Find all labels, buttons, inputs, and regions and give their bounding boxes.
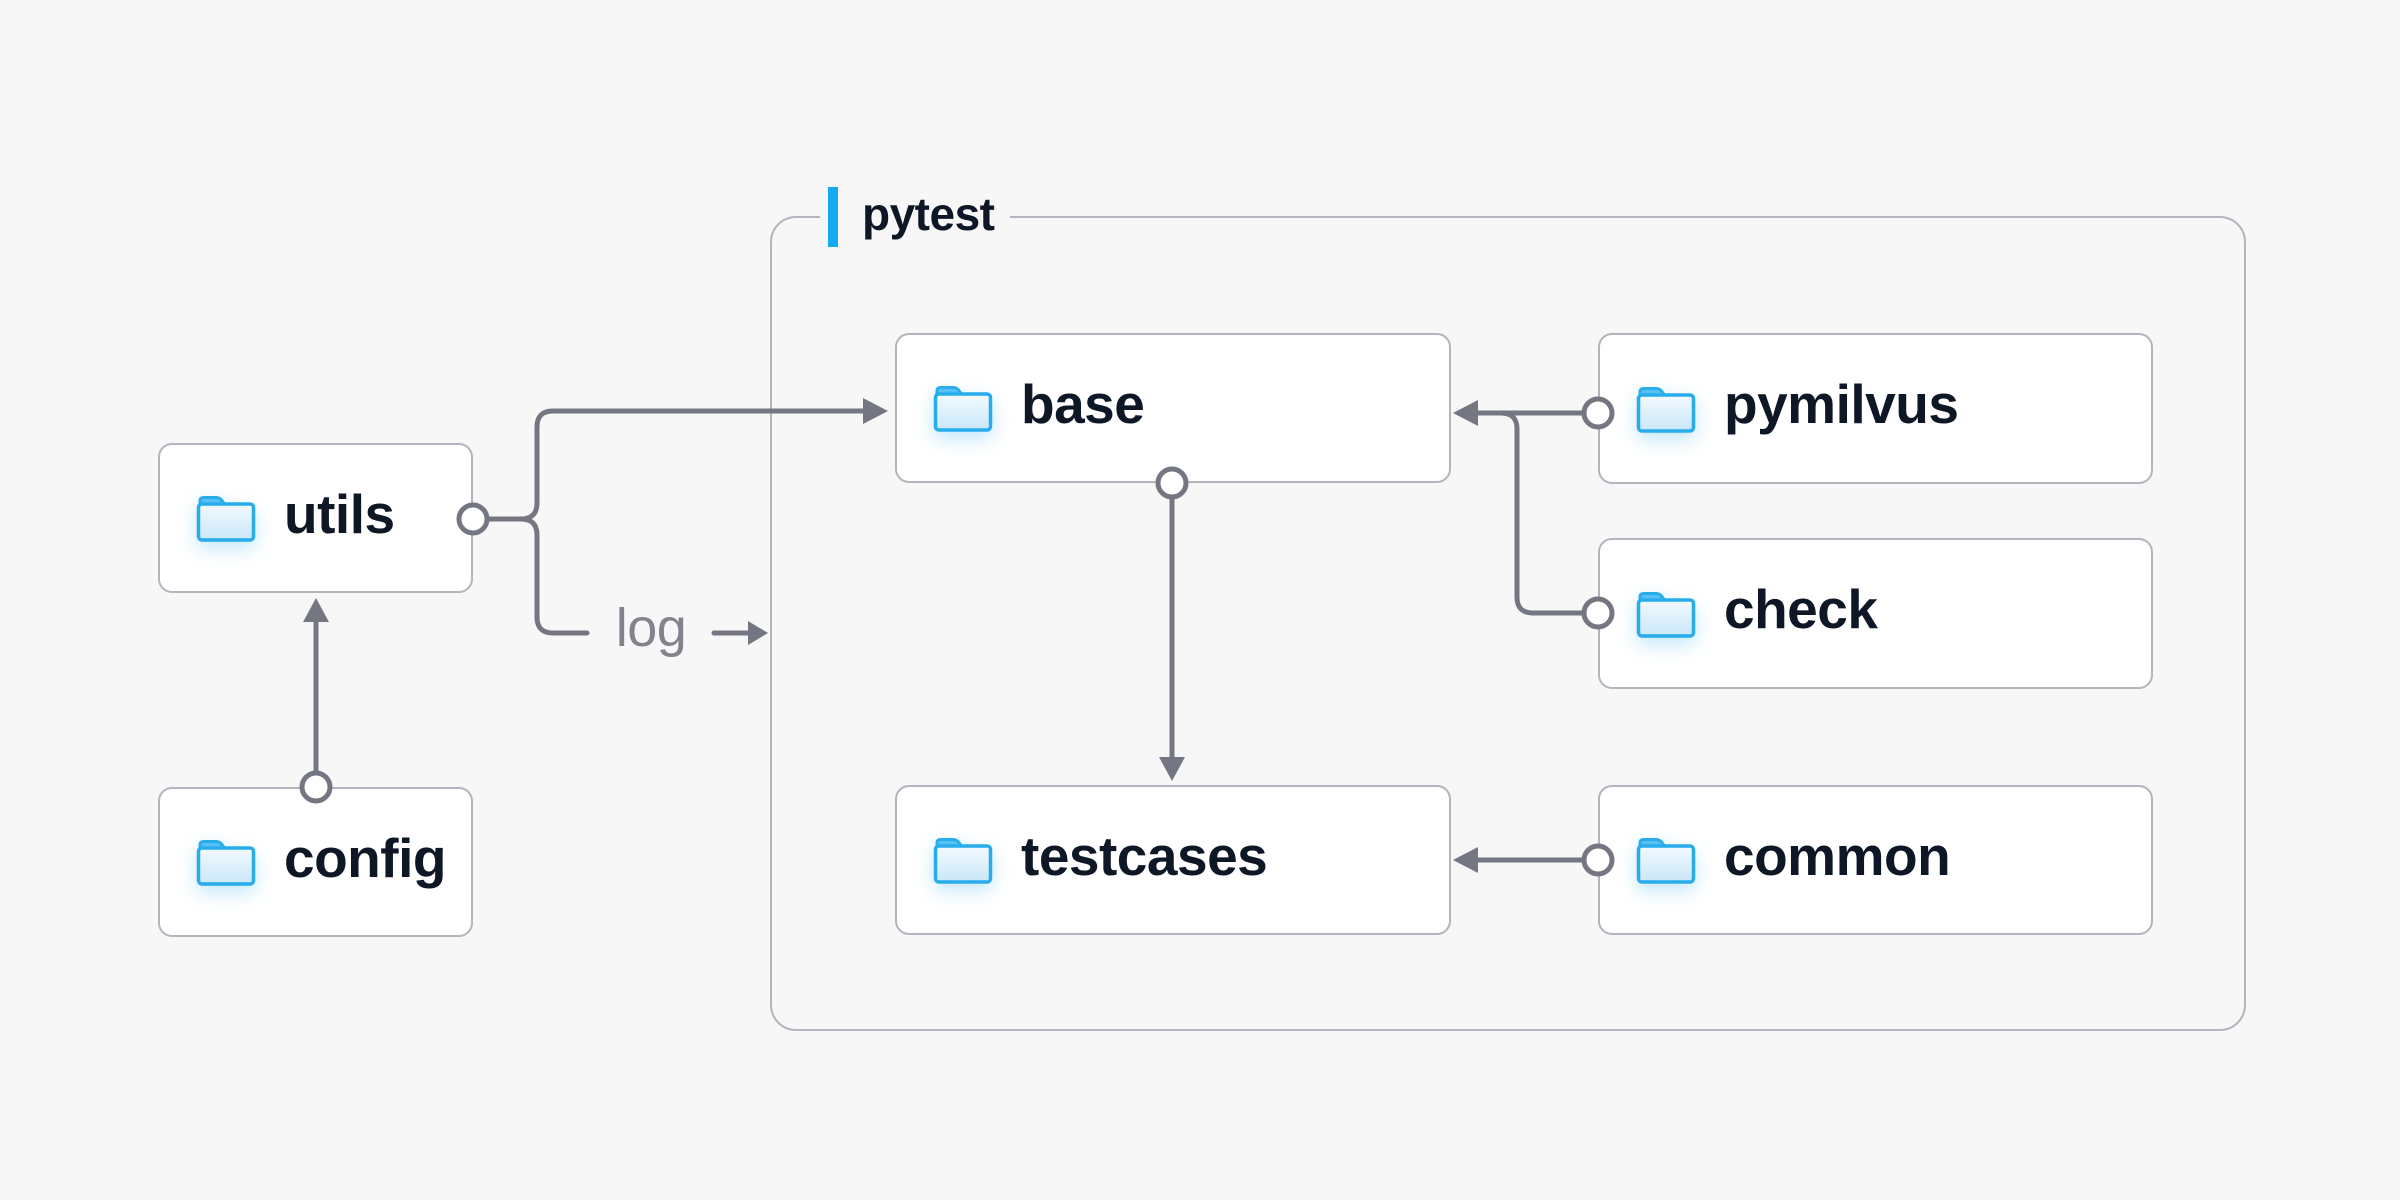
accent-bar: [828, 187, 838, 247]
folder-icon: [196, 840, 256, 886]
arrowhead-log: [748, 621, 768, 645]
node-label: base: [1021, 372, 1145, 435]
node-config: config: [158, 787, 473, 937]
node-base: base: [895, 333, 1451, 483]
folder-icon: [1636, 386, 1696, 433]
node-label: utils: [284, 482, 395, 545]
node-testcases: testcases: [895, 785, 1451, 935]
node-label: common: [1724, 824, 1951, 887]
edge-utils-log: [518, 516, 590, 636]
node-label: pymilvus: [1724, 373, 1959, 435]
node-check: check: [1598, 538, 2153, 689]
folder-icon: [1636, 591, 1696, 638]
folder-icon: [196, 496, 256, 542]
node-pymilvus: pymilvus: [1598, 333, 2153, 484]
folder-icon: [1636, 838, 1696, 884]
pytest-group-title: pytest: [862, 188, 995, 240]
node-label: testcases: [1021, 824, 1268, 887]
log-edge-label: log: [615, 598, 687, 658]
folder-icon: [933, 838, 993, 884]
folder-icon: [933, 386, 993, 432]
node-label: config: [284, 826, 446, 889]
arrowhead-config-utils: [303, 598, 329, 622]
node-utils: utils: [158, 443, 473, 593]
node-common: common: [1598, 785, 2153, 935]
node-label: check: [1724, 578, 1878, 640]
pytest-group-label: pytest: [820, 186, 1011, 248]
pytest-group-container: [770, 216, 2246, 1031]
